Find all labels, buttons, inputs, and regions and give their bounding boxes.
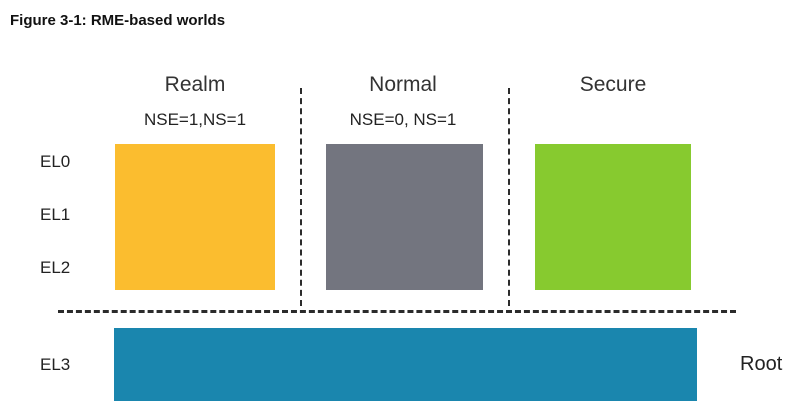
secure-world-title: Secure xyxy=(579,73,647,96)
normal-world-title: Normal xyxy=(369,73,437,96)
normal-world-block xyxy=(326,144,483,290)
root-label: Root xyxy=(740,353,783,375)
realm-world-title: Realm xyxy=(164,73,226,96)
realm-world-subtitle: NSE=1,NS=1 xyxy=(143,110,247,129)
realm-world-block xyxy=(115,144,275,290)
el3-separator xyxy=(58,310,736,313)
normal-secure-separator xyxy=(508,88,510,306)
el1-label: EL1 xyxy=(40,205,71,224)
el0-label: EL0 xyxy=(40,152,71,171)
realm-normal-separator xyxy=(300,88,302,306)
normal-world-subtitle: NSE=0, NS=1 xyxy=(349,110,457,129)
figure-caption: Figure 3-1: RME-based worlds xyxy=(10,12,226,29)
root-world-block xyxy=(114,328,697,401)
secure-world-block xyxy=(535,144,691,290)
el3-label: EL3 xyxy=(40,355,71,374)
el2-label: EL2 xyxy=(40,258,71,277)
